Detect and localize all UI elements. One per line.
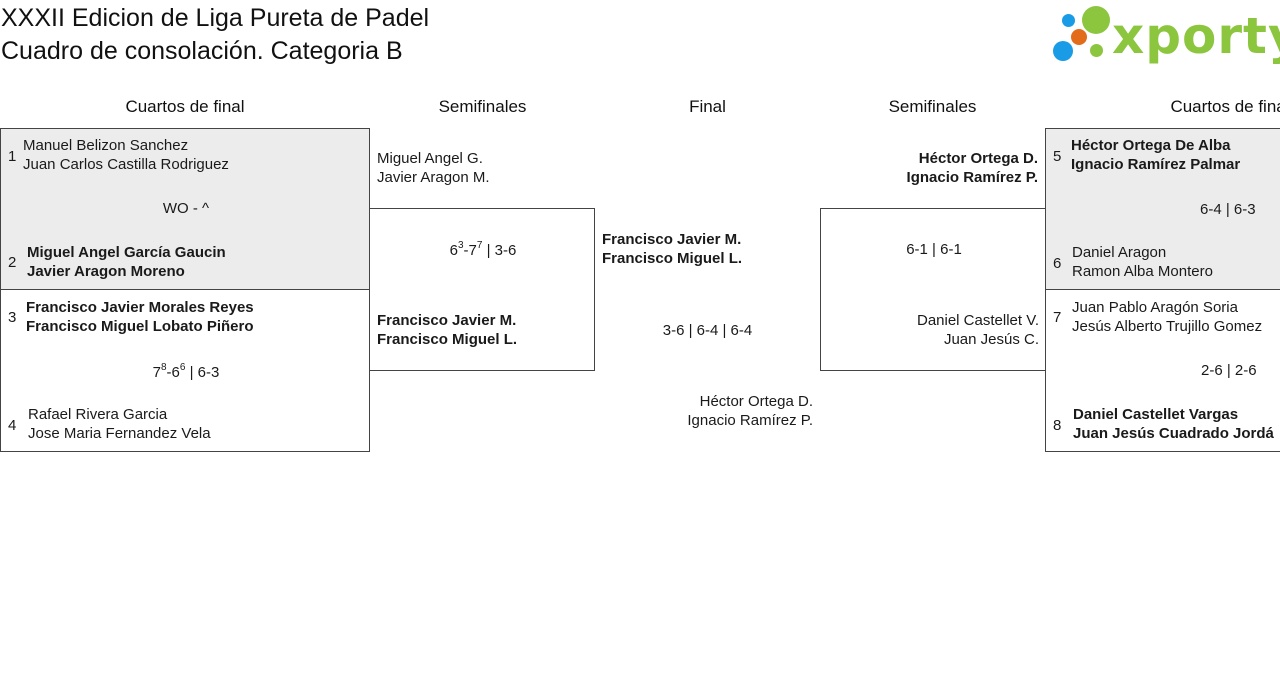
player-name: Ramon Alba Montero — [1072, 263, 1213, 280]
logo-dot-green-small — [1090, 44, 1103, 57]
team-entry-winner[interactable]: Francisco Javier M. Francisco Miguel L. — [602, 230, 742, 268]
match-score: 63-77 | 3-6 — [449, 240, 517, 260]
seed-number: 7 — [1053, 309, 1062, 326]
player-name: Francisco Javier Morales Reyes — [26, 299, 254, 316]
player-name: Miguel Angel G. — [377, 150, 483, 167]
player-name: Daniel Castellet V. — [916, 312, 1039, 329]
team-entry[interactable]: Daniel Castellet V. Juan Jesús C. — [821, 311, 1039, 349]
player-name: Héctor Ortega De Alba — [1071, 137, 1231, 154]
match-score: 6-1 | 6-1 — [906, 241, 962, 258]
match-score: 6-4 | 6-3 — [1200, 201, 1256, 218]
team-entry[interactable]: Daniel Aragon Ramon Alba Montero — [1072, 243, 1213, 281]
match-score: 2-6 | 2-6 — [1201, 362, 1257, 379]
logo-wordmark: xporty — [1112, 7, 1280, 65]
header-left-semifinals: Semifinales — [438, 97, 527, 116]
quarterfinal-match-2[interactable]: 3 Francisco Javier Morales Reyes Francis… — [0, 289, 370, 452]
header-left-quarterfinals: Cuartos de final — [125, 97, 245, 116]
seed-number: 3 — [8, 309, 17, 326]
semifinal-match-left[interactable]: 63-77 | 3-6 Francisco Javier M. Francisc… — [369, 208, 595, 371]
xporty-logo[interactable]: xporty — [1052, 4, 1280, 68]
player-name: Francisco Miguel L. — [377, 331, 518, 348]
logo-dot-orange — [1071, 29, 1087, 45]
quarterfinal-match-4[interactable]: 7 Juan Pablo Aragón Soria Jesús Alberto … — [1045, 289, 1280, 452]
player-name: Javier Aragon M. — [377, 169, 490, 186]
player-name: Daniel Castellet Vargas — [1073, 406, 1239, 423]
seed-number: 6 — [1053, 255, 1062, 272]
title-line-2: Cuadro de consolación. Categoria B — [1, 37, 403, 65]
team-entry[interactable]: Héctor Ortega D. Ignacio Ramírez P. — [595, 392, 813, 430]
player-name: Manuel Belizon Sanchez — [23, 137, 189, 154]
player-name: Miguel Angel García Gaucin — [27, 244, 226, 261]
match-score: 78-66 | 6-3 — [152, 362, 220, 382]
player-name: Juan Jesús C. — [943, 331, 1039, 348]
player-name: Héctor Ortega D. — [918, 150, 1038, 167]
player-name: Francisco Miguel Lobato Piñero — [26, 318, 254, 335]
player-name: Javier Aragon Moreno — [27, 263, 185, 280]
player-name: Jesús Alberto Trujillo Gomez — [1072, 318, 1263, 335]
team-entry[interactable]: Juan Pablo Aragón Soria Jesús Alberto Tr… — [1072, 298, 1262, 336]
player-name: Ignacio Ramírez Palmar — [1071, 156, 1241, 173]
team-entry[interactable]: Rafael Rivera Garcia Jose Maria Fernande… — [28, 405, 211, 443]
team-entry-winner[interactable]: Héctor Ortega D. Ignacio Ramírez P. — [820, 149, 1038, 187]
player-name: Ignacio Ramírez P. — [906, 169, 1038, 186]
player-name: Francisco Javier M. — [377, 312, 517, 329]
quarterfinal-match-3[interactable]: 5 Héctor Ortega De Alba Ignacio Ramírez … — [1045, 128, 1280, 290]
team-entry[interactable]: Miguel Angel G. Javier Aragon M. — [377, 149, 490, 187]
player-name: Ignacio Ramírez P. — [687, 412, 813, 429]
seed-number: 8 — [1053, 417, 1062, 434]
player-name: Jose Maria Fernandez Vela — [28, 425, 211, 442]
team-entry-winner[interactable]: Daniel Castellet Vargas Juan Jesús Cuadr… — [1073, 405, 1274, 443]
player-name: Francisco Miguel L. — [602, 250, 743, 267]
seed-number: 5 — [1053, 148, 1062, 165]
title-line-1: XXXII Edicion de Liga Pureta de Padel — [1, 4, 430, 32]
seed-number: 2 — [8, 254, 17, 271]
quarterfinal-match-1[interactable]: 1 Manuel Belizon Sanchez Juan Carlos Cas… — [0, 128, 370, 290]
player-name: Daniel Aragon — [1072, 244, 1167, 261]
page-title: XXXII Edicion de Liga Pureta de Padel Cu… — [1, 2, 429, 68]
player-name: Héctor Ortega D. — [699, 393, 813, 410]
match-score: WO - ^ — [162, 200, 210, 217]
player-name: Rafael Rivera Garcia — [28, 406, 168, 423]
seed-number: 1 — [8, 148, 17, 165]
header-final: Final — [689, 97, 726, 116]
team-entry-winner[interactable]: Héctor Ortega De Alba Ignacio Ramírez Pa… — [1071, 136, 1240, 174]
logo-dot-blue-large — [1053, 41, 1073, 61]
header-right-semifinals: Semifinales — [888, 97, 977, 116]
logo-dot-green — [1082, 6, 1110, 34]
player-name: Juan Pablo Aragón Soria — [1072, 299, 1238, 316]
team-entry[interactable]: Manuel Belizon Sanchez Juan Carlos Casti… — [23, 136, 229, 174]
semifinal-match-right[interactable]: 6-1 | 6-1 Daniel Castellet V. Juan Jesús… — [820, 208, 1046, 371]
header-right-quarterfinals: Cuartos de final — [1170, 97, 1280, 116]
player-name: Juan Jesús Cuadrado Jordá — [1073, 425, 1274, 442]
player-name: Francisco Javier M. — [602, 231, 742, 248]
team-entry-winner[interactable]: Francisco Javier Morales Reyes Francisco… — [26, 298, 254, 336]
team-entry-winner[interactable]: Miguel Angel García Gaucin Javier Aragon… — [27, 243, 226, 281]
final-score: 3-6 | 6-4 | 6-4 — [662, 322, 753, 339]
logo-dot-blue — [1062, 14, 1075, 27]
player-name: Juan Carlos Castilla Rodriguez — [23, 156, 229, 173]
team-entry-winner[interactable]: Francisco Javier M. Francisco Miguel L. — [377, 311, 517, 349]
seed-number: 4 — [8, 417, 17, 434]
